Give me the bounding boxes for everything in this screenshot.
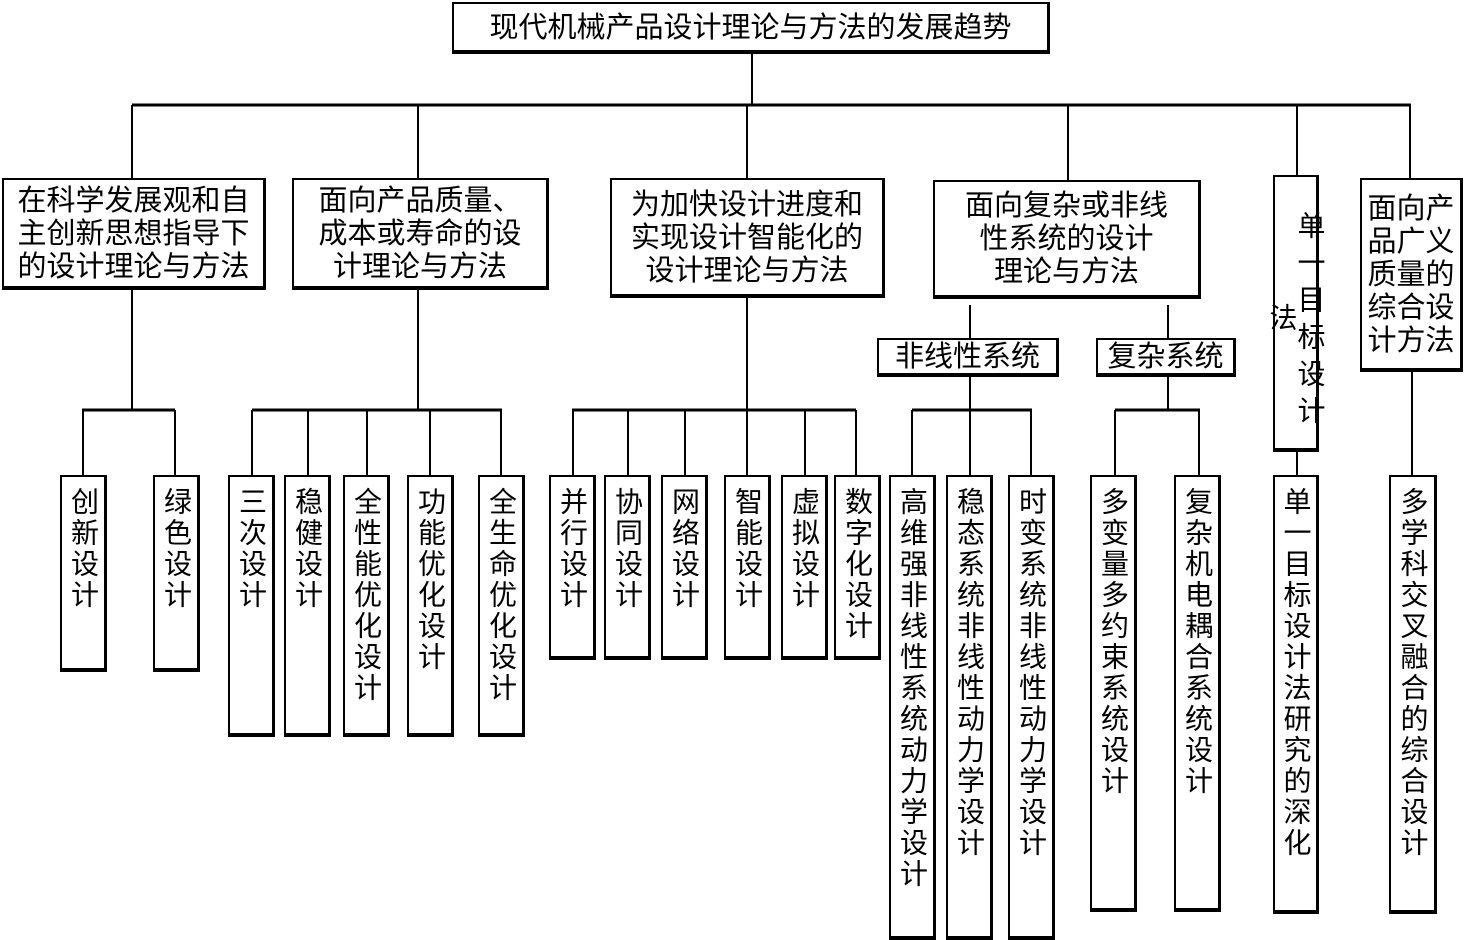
category-line: 面向产品质量、 (318, 182, 522, 217)
category-complex-nonlinear: 面向复杂或非线 性系统的设计 理论与方法 (933, 180, 1201, 299)
subcategory-complex: 复杂系统 (1096, 338, 1236, 377)
leaf-node: 功能优化设计 (407, 475, 454, 737)
category-line: 为加快设计进度和 (630, 186, 863, 221)
leaf-label: 三次设计 (235, 487, 268, 611)
leaf-node: 创新设计 (60, 475, 107, 672)
category-line: 设计理论与方法 (645, 252, 849, 287)
leaf-node: 高维强非线性系统动力学设计 (889, 475, 936, 940)
leaf-label: 绿色设计 (160, 487, 193, 611)
leaf-node: 复杂机电耦合系统设计 (1174, 475, 1221, 912)
leaf-node: 时变系统非线性动力学设计 (1008, 475, 1055, 940)
subcategory-nonlinear: 非线性系统 (877, 338, 1059, 377)
leaf-label: 时变系统非线性动力学设计 (1015, 487, 1048, 859)
subcategory-label: 非线性系统 (894, 339, 1040, 373)
category-line: 计方法 (1367, 322, 1455, 357)
category-line: 计理论与方法 (332, 248, 507, 283)
category-line: 的设计理论与方法 (17, 248, 250, 283)
leaf-label: 创新设计 (67, 487, 100, 611)
root-node: 现代机械产品设计理论与方法的发展趋势 (452, 2, 1050, 54)
leaf-node: 三次设计 (228, 475, 275, 737)
leaf-label: 多变量多约束系统设计 (1097, 487, 1130, 797)
leaf-label: 全生命优化设计 (485, 487, 518, 704)
leaf-label: 单一目标设计法研究的深化 (1279, 487, 1313, 859)
category-line: 实现设计智能化的 (630, 219, 863, 254)
leaf-label: 全性能优化设计 (350, 487, 383, 704)
leaf-node: 绿色设计 (153, 475, 200, 672)
category-line: 性系统的设计 (979, 221, 1154, 255)
leaf-label: 多学科交叉融合的综合设计 (1396, 487, 1430, 859)
category-line: 成本或寿命的设 (318, 215, 522, 250)
leaf-node: 智能设计 (724, 475, 771, 660)
leaf-node: 全性能优化设计 (343, 475, 390, 737)
category-line: 在科学发展观和自 (17, 182, 250, 217)
leaf-label: 协同设计 (611, 487, 644, 611)
leaf-label: 稳健设计 (291, 487, 324, 611)
leaf-label: 稳态系统非线性动力学设计 (953, 487, 986, 859)
leaf-node: 协同设计 (604, 475, 651, 660)
leaf-node: 全生命优化设计 (478, 475, 525, 737)
category-line: 主创新思想指导下 (17, 215, 250, 250)
category-scientific-innovation: 在科学发展观和自 主创新思想指导下 的设计理论与方法 (2, 178, 266, 290)
category-single-objective: 单一目标设计法 (1266, 175, 1327, 452)
leaf-label: 高维强非线性系统动力学设计 (896, 487, 929, 890)
leaf-node: 单一目标设计法研究的深化 (1273, 475, 1319, 914)
category-generalized-quality: 面向产 品广义 质量的 综合设 计方法 (1360, 178, 1463, 372)
category-quality-cost-life: 面向产品质量、 成本或寿命的设 计理论与方法 (292, 178, 549, 290)
leaf-label: 虚拟设计 (788, 487, 821, 611)
leaf-node: 网络设计 (661, 475, 708, 660)
leaf-label: 智能设计 (731, 487, 764, 611)
leaf-node: 数字化设计 (834, 475, 881, 660)
leaf-node: 多变量多约束系统设计 (1090, 475, 1137, 912)
category-line: 理论与方法 (993, 254, 1139, 288)
leaf-label: 网络设计 (668, 487, 701, 611)
leaf-label: 并行设计 (556, 487, 589, 611)
category-line: 面向复杂或非线 (964, 188, 1168, 222)
category-line: 综合设 (1367, 289, 1455, 324)
category-line: 面向产 (1367, 190, 1455, 225)
leaf-label: 数字化设计 (841, 487, 874, 642)
category-label: 单一目标设计法 (1265, 210, 1327, 433)
subcategory-label: 复杂系统 (1107, 339, 1224, 373)
leaf-node: 虚拟设计 (781, 475, 828, 660)
leaf-label: 复杂机电耦合系统设计 (1181, 487, 1214, 797)
leaf-node: 稳健设计 (284, 475, 331, 737)
root-title: 现代机械产品设计理论与方法的发展趋势 (489, 9, 1012, 44)
leaf-node: 并行设计 (549, 475, 596, 660)
category-line: 品广义 (1367, 223, 1455, 258)
category-line: 质量的 (1367, 256, 1455, 291)
leaf-label: 功能优化设计 (414, 487, 447, 673)
leaf-node: 多学科交叉融合的综合设计 (1389, 475, 1437, 914)
category-speed-intelligence: 为加快设计进度和 实现设计智能化的 设计理论与方法 (610, 178, 885, 298)
leaf-node: 稳态系统非线性动力学设计 (946, 475, 993, 940)
